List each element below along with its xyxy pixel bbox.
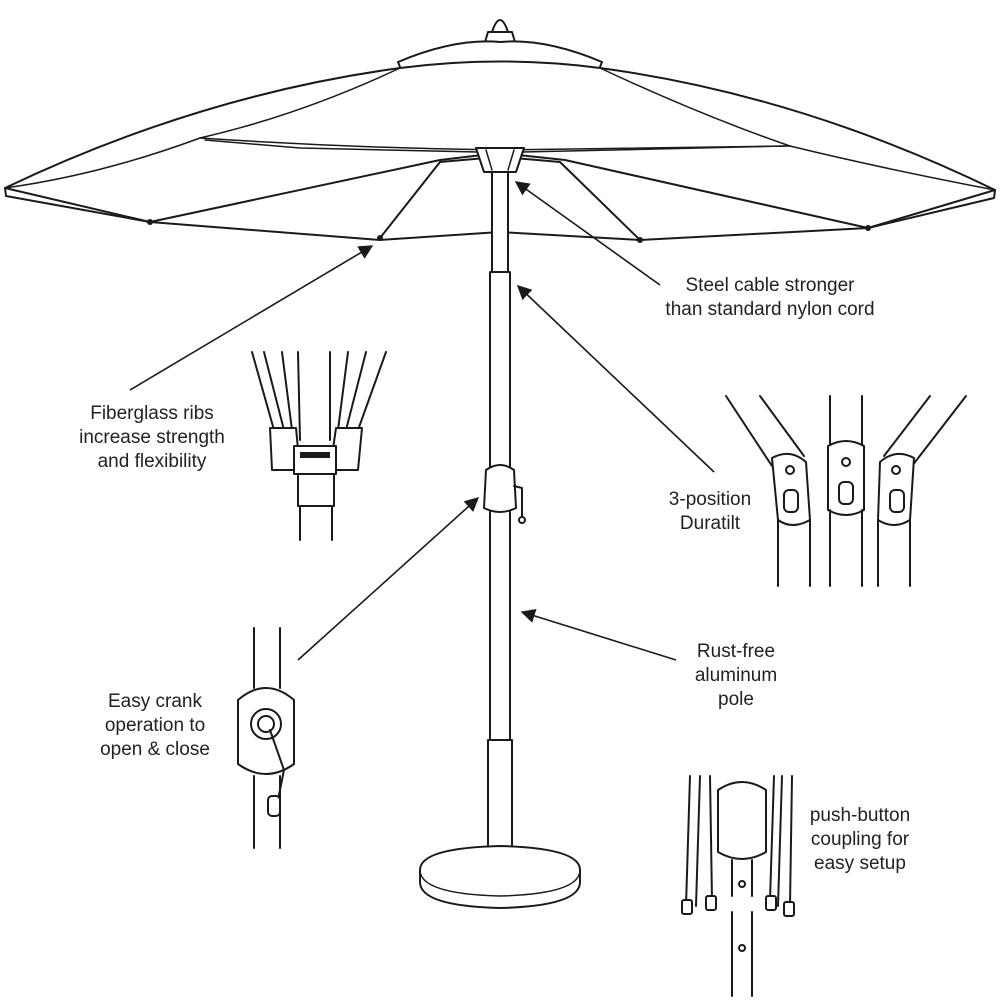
- umbrella-canopy: [4, 19, 996, 243]
- label-pole-line-2: aluminum: [694, 665, 778, 686]
- crank-detail-drawing: [237, 627, 295, 849]
- arrow-duratilt: [516, 285, 715, 473]
- label-duratilt-line-1: 3-position: [668, 489, 752, 510]
- label-pole-line-3: pole: [718, 689, 754, 710]
- label-pole-line-1: Rust-free: [696, 641, 776, 662]
- label-crank-line-1: Easy crank: [108, 691, 202, 712]
- label-coupling-line-2: coupling for: [810, 829, 910, 850]
- umbrella-pole: [419, 171, 581, 909]
- ribs-detail-drawing: [251, 351, 387, 541]
- label-coupling: push-button coupling for easy setup: [798, 804, 922, 876]
- label-steel-cable-line-1: Steel cable stronger: [685, 275, 855, 296]
- arrow-crank: [297, 497, 480, 661]
- leader-arrows: [129, 181, 715, 661]
- label-coupling-line-1: push-button: [809, 805, 911, 826]
- label-pole: Rust-free aluminum pole: [670, 640, 802, 712]
- coupling-detail-drawing: [681, 775, 795, 997]
- label-crank: Easy crank operation to open & close: [80, 690, 230, 762]
- label-duratilt: 3-position Duratilt: [650, 488, 770, 536]
- label-fiberglass-ribs-line-1: Fiberglass ribs: [90, 403, 214, 424]
- arrow-fiberglass-ribs: [129, 245, 374, 391]
- label-coupling-line-3: easy setup: [814, 853, 906, 874]
- label-fiberglass-ribs: Fiberglass ribs increase strength and fl…: [64, 402, 240, 474]
- label-duratilt-line-2: Duratilt: [679, 513, 741, 534]
- label-fiberglass-ribs-line-2: increase strength: [79, 427, 225, 448]
- label-fiberglass-ribs-line-3: and flexibility: [97, 451, 207, 472]
- label-steel-cable-line-2: than standard nylon cord: [665, 299, 875, 320]
- arrow-steel-cable: [514, 181, 661, 286]
- label-crank-line-3: open & close: [100, 739, 210, 760]
- label-crank-line-2: operation to: [104, 715, 206, 736]
- arrow-pole: [520, 608, 677, 661]
- duratilt-detail-drawing: [725, 395, 967, 587]
- label-steel-cable: Steel cable stronger than standard nylon…: [648, 274, 892, 322]
